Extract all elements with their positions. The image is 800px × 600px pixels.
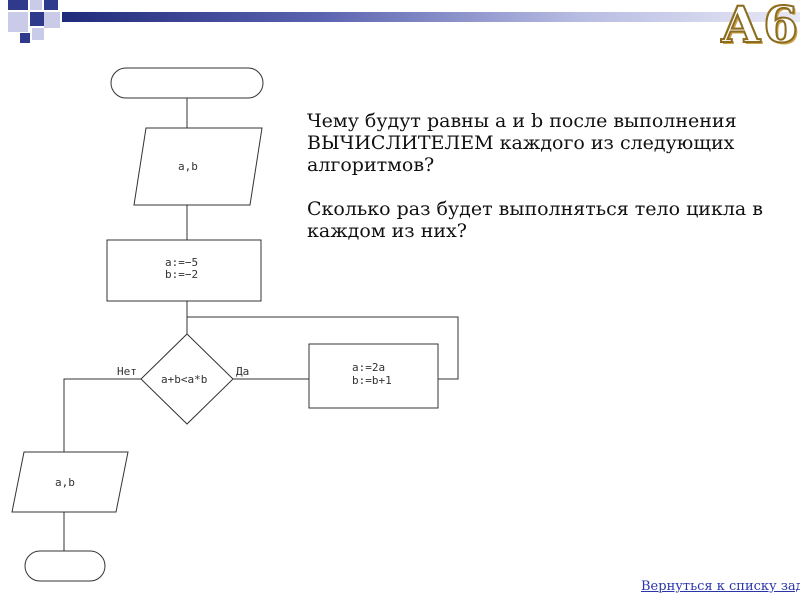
output-label: a,b xyxy=(55,476,75,489)
assign-line-2: b:=−2 xyxy=(165,268,198,281)
question-text: Чему будут равны a и b после выполнения … xyxy=(307,110,787,264)
start-terminator xyxy=(111,68,263,98)
connector-no xyxy=(64,379,141,452)
no-label: Нет xyxy=(117,365,137,378)
yes-label: Да xyxy=(236,365,249,378)
body-line-1: a:=2a xyxy=(352,361,385,374)
end-terminator xyxy=(25,551,105,581)
question-paragraph-2: Сколько раз будет выполняться тело цикла… xyxy=(307,198,787,242)
loop-back xyxy=(187,317,458,379)
body-line-2: b:=b+1 xyxy=(352,374,392,387)
back-to-list-link[interactable]: Вернуться к списку заданий xyxy=(641,579,800,594)
condition-label: a+b<a*b xyxy=(161,373,207,386)
input-block xyxy=(134,128,262,205)
question-paragraph-1: Чему будут равны a и b после выполнения … xyxy=(307,110,787,176)
input-label: a,b xyxy=(178,160,198,173)
